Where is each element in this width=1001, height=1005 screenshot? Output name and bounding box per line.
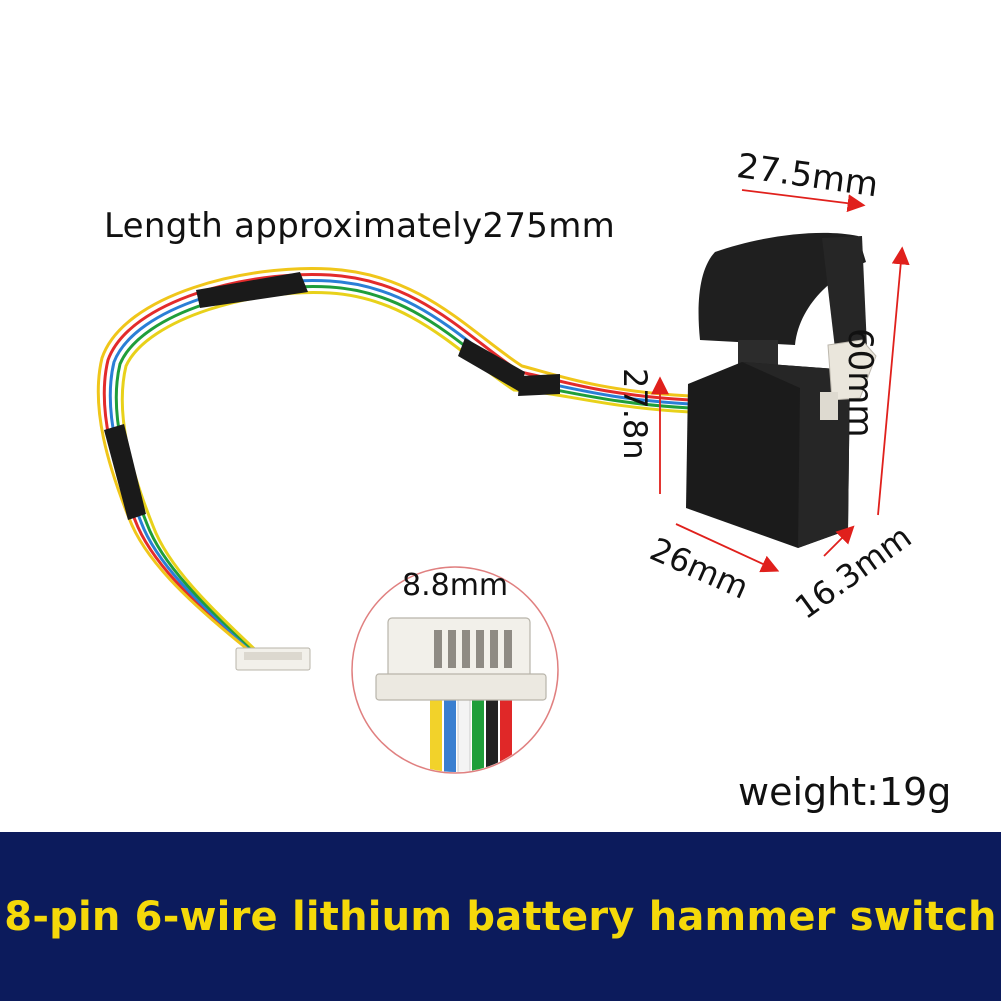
cable-exit-height-label: 27.8n [616,368,654,460]
connector-closeup [351,566,559,774]
switch-height-label: 60mm [840,328,880,438]
heat-shrink-sleeves [104,272,560,520]
trigger-switch [686,232,877,548]
connector-width-label: 8.8mm [402,568,509,603]
weight-label: weight:19g [738,770,952,814]
product-title: 8-pin 6-wire lithium battery hammer swit… [4,893,997,940]
cable-length-label: Length approximately275mm [104,206,616,246]
title-banner: 8-pin 6-wire lithium battery hammer swit… [0,832,1001,1001]
cable-connector [235,647,311,671]
